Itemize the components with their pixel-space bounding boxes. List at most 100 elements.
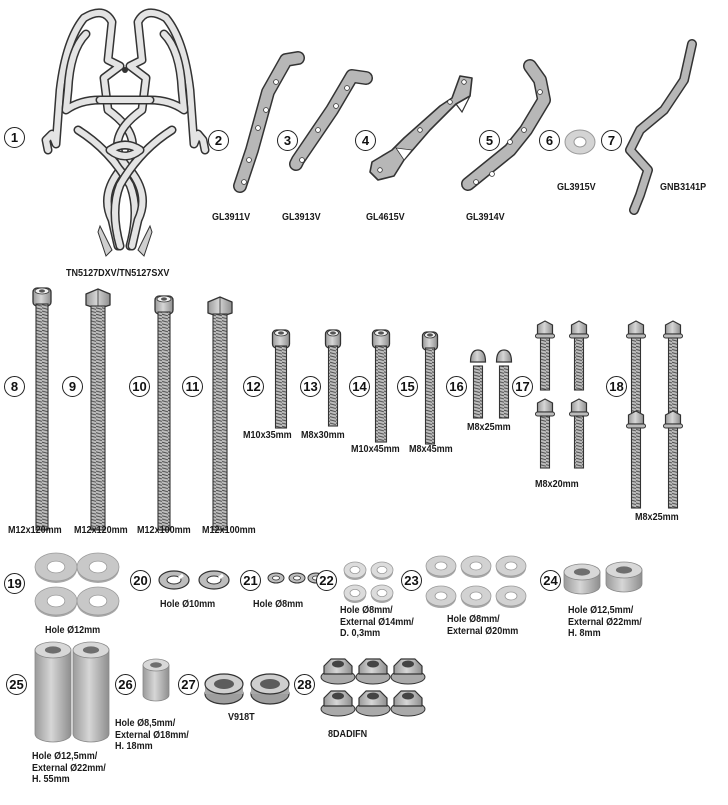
spacer-h55-b-hole bbox=[82, 646, 100, 654]
lock-washer-8-0 bbox=[267, 572, 285, 584]
nut-hole bbox=[402, 692, 414, 700]
bracket-hole-3 bbox=[241, 179, 247, 185]
bolt-m8x30-socket bbox=[330, 331, 336, 335]
bolt-m8x25-flange-2 bbox=[626, 410, 646, 509]
bolt-m10x35 bbox=[271, 329, 291, 429]
part-label-6: GL3915V bbox=[557, 181, 596, 193]
part-label-11: M12x100mm bbox=[202, 524, 256, 536]
bolt-m8x20-3-head bbox=[570, 398, 588, 413]
flange-nut-0 bbox=[320, 658, 356, 685]
part-number-6: 6 bbox=[539, 130, 560, 151]
bracket-hole-4 bbox=[489, 171, 495, 177]
bolt-m8x25-flange-0 bbox=[626, 320, 646, 419]
bolt-m12x120-hex bbox=[85, 288, 111, 531]
guard-tube-fill-3 bbox=[114, 9, 208, 249]
bolt-m8x45-shank bbox=[424, 347, 436, 445]
bolt-m8x25-flange-2-head bbox=[627, 410, 645, 425]
part-number-7: 7 bbox=[601, 130, 622, 151]
part-number-19: 19 bbox=[4, 573, 25, 594]
nut-hole bbox=[332, 692, 344, 700]
flange-nut-5 bbox=[390, 690, 426, 717]
washer-8-20-1-hole bbox=[469, 561, 483, 571]
bolt-m10x35-shank bbox=[274, 345, 288, 429]
lock-washer-hole bbox=[293, 575, 301, 581]
spacer-h8-a bbox=[563, 563, 601, 595]
lock-washer-10-0 bbox=[158, 570, 190, 590]
part-label-14: M10x45mm bbox=[351, 443, 400, 455]
bolt-m8x25-flange-3 bbox=[663, 410, 683, 509]
guard-mount-tabs bbox=[97, 224, 153, 257]
part-label-19: Hole Ø12mm bbox=[45, 624, 101, 636]
part-number-12: 12 bbox=[243, 376, 264, 397]
flange-nut-2 bbox=[390, 658, 426, 685]
washer-8-20-2-hole bbox=[504, 561, 518, 571]
bolt-m12x100-hex bbox=[207, 296, 233, 531]
grommet-v918t-1 bbox=[250, 673, 290, 705]
part-label-28: 8DADIFN bbox=[328, 728, 368, 740]
washer-12-3-hole bbox=[88, 594, 108, 608]
part-label-9: M12x120mm bbox=[74, 524, 128, 536]
spacer-h55-a-hole bbox=[44, 646, 62, 654]
spacer-h18 bbox=[142, 658, 170, 702]
guard-tube-fill-7 bbox=[107, 142, 143, 159]
lock-washer-split bbox=[178, 573, 184, 580]
spacer-h55-b-body bbox=[72, 649, 110, 743]
part-label-12: M10x35mm bbox=[243, 429, 292, 441]
bracket-hole-1 bbox=[263, 107, 269, 113]
part-label-5: GL3914V bbox=[466, 211, 505, 223]
part-label-7: GNB3141P bbox=[660, 181, 707, 193]
bolt-m8x25-flange-0-flange bbox=[626, 333, 646, 339]
guard-tube-fill-0 bbox=[43, 9, 136, 249]
bolt-m8x20-1-flange bbox=[569, 333, 589, 339]
part-label-17: M8x20mm bbox=[535, 478, 579, 490]
part-number-16: 16 bbox=[446, 376, 467, 397]
part-number-20: 20 bbox=[130, 570, 151, 591]
washer-8-14-2 bbox=[343, 584, 367, 603]
part-number-21: 21 bbox=[240, 570, 261, 591]
bracket-hole-0 bbox=[461, 79, 467, 85]
bracket-hole-3 bbox=[473, 179, 479, 185]
part-number-8: 8 bbox=[4, 376, 25, 397]
part-label-26: Hole Ø8,5mm/ External Ø18mm/ H. 18mm bbox=[115, 717, 189, 752]
engine-guard-pair bbox=[41, 8, 210, 257]
part-number-2: 2 bbox=[208, 130, 229, 151]
part-number-17: 17 bbox=[512, 376, 533, 397]
part-number-9: 9 bbox=[62, 376, 83, 397]
part-number-3: 3 bbox=[277, 130, 298, 151]
lock-washer-hole bbox=[272, 575, 280, 581]
bracket-hole-0 bbox=[273, 79, 279, 85]
washer-8-20-4-hole bbox=[469, 591, 483, 601]
nut-hole bbox=[402, 660, 414, 668]
part-label-15: M8x45mm bbox=[409, 443, 453, 455]
bolt-m8x20-0-head bbox=[536, 320, 554, 335]
part-label-21: Hole Ø8mm bbox=[253, 598, 304, 610]
bolt-m8x30-shank bbox=[327, 345, 339, 427]
part-number-28: 28 bbox=[294, 674, 315, 695]
part-label-13: M8x30mm bbox=[301, 429, 345, 441]
bolt-m8x20-1-head bbox=[570, 320, 588, 335]
washer-8-14-0 bbox=[343, 561, 367, 580]
bolt-m8x20-1 bbox=[569, 320, 589, 391]
bolt-m8x25-b-shank bbox=[498, 365, 510, 419]
part-label-4: GL4615V bbox=[366, 211, 405, 223]
bolt-m8x25-a-shank bbox=[472, 365, 484, 419]
part-number-14: 14 bbox=[349, 376, 370, 397]
flange-nut-1 bbox=[355, 658, 391, 685]
nut-hole bbox=[332, 660, 344, 668]
bracket-hole-3 bbox=[417, 127, 423, 133]
bolt-m8x20-3 bbox=[569, 398, 589, 469]
bolt-m8x20-3-flange bbox=[569, 411, 589, 417]
bracket-gl3913v-fill bbox=[290, 70, 372, 170]
bolt-m10x35-socket bbox=[278, 331, 284, 335]
part-label-3: GL3913V bbox=[282, 211, 321, 223]
bolt-m8x25-flange-0-head bbox=[627, 320, 645, 335]
washer-12-0-hole bbox=[46, 560, 66, 574]
washer-8-20-0 bbox=[425, 555, 457, 578]
part-number-4: 4 bbox=[355, 130, 376, 151]
bolt-m8x45 bbox=[421, 331, 439, 445]
bracket-gl4615v bbox=[369, 75, 473, 181]
bolt-m8x25-flange-3-head bbox=[664, 410, 682, 425]
part-label-8: M12x120mm bbox=[8, 524, 62, 536]
part-number-15: 15 bbox=[397, 376, 418, 397]
lock-washer-hole bbox=[206, 575, 222, 585]
